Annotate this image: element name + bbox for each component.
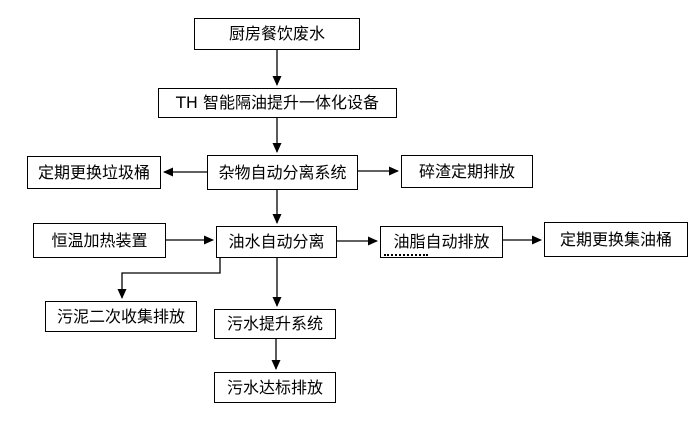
flow-node-sewage-lift-system: 污水提升系统 [214, 309, 336, 339]
flow-node-replace-trash-bin: 定期更换垃圾桶 [27, 156, 161, 189]
flow-node-heating-device: 恒温加热装置 [33, 223, 166, 258]
flow-node-grease-discharge: 油脂自动排放 [380, 226, 503, 258]
spellcheck-dots-under-grease-label [384, 251, 428, 256]
flow-node-th-integrated-unit: TH 智能隔油提升一体化设备 [158, 88, 397, 118]
flow-node-compliant-discharge: 污水达标排放 [214, 372, 336, 403]
flow-node-residue-discharge: 碎渣定期排放 [401, 155, 533, 188]
flow-node-debris-separation-system: 杂物自动分离系统 [207, 155, 358, 190]
flow-node-replace-oil-barrel: 定期更换集油桶 [544, 222, 688, 257]
flow-node-sludge-collection-discharge: 污泥二次收集排放 [45, 301, 197, 332]
flow-node-kitchen-wastewater: 厨房餐饮废水 [194, 18, 360, 50]
edge-oilwater-to-sludge [117, 258, 221, 299]
flow-node-oil-water-separation: 油水自动分离 [216, 226, 337, 258]
